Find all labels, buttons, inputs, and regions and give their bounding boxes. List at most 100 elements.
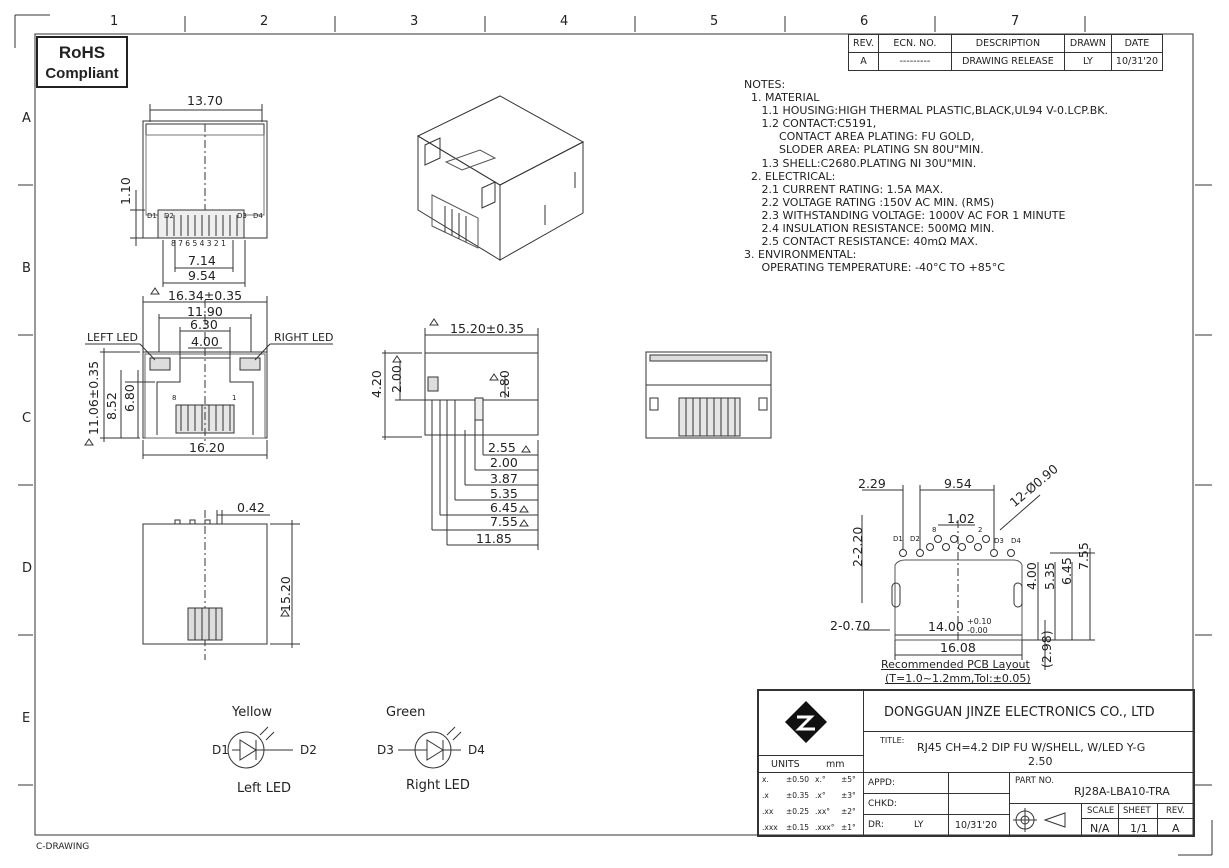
- rohs-badge: RoHS Compliant: [36, 36, 128, 88]
- pcb-caption-tol: (T=1.0~1.2mm,Tol:±0.05): [885, 672, 1031, 685]
- grid-col-2: 2: [260, 14, 269, 29]
- units-label: UNITS: [771, 759, 800, 770]
- pcb-d3: D3: [994, 537, 1004, 545]
- note-line: 2. ELECTRICAL:: [744, 169, 836, 183]
- dim-pcb-1608: 16.08: [940, 640, 976, 655]
- front-pin8: 8: [172, 394, 177, 402]
- note-line: 1.2 CONTACT:C5191,: [744, 117, 877, 131]
- pcb-d1: D1: [893, 535, 903, 543]
- rohs-line1: RoHS: [58, 43, 106, 62]
- chkd-cell: CHKD:: [863, 793, 949, 815]
- grid-ticks: [14, 14, 1213, 856]
- drawn-header: DRAWN: [1063, 34, 1112, 53]
- led-d3: D3: [377, 743, 394, 757]
- grid-row-d: D: [22, 561, 33, 576]
- note-line: 1.1 HOUSING:HIGH THERMAL PLASTIC,BLACK,U…: [744, 104, 1108, 118]
- right-led-label: RIGHT LED: [274, 331, 334, 344]
- dim-side-387: 3.87: [490, 471, 518, 486]
- note-line: 2.5 CONTACT RESISTANCE: 40mΩ MAX.: [744, 235, 979, 249]
- pcb-tol-minus: -0.00: [967, 626, 988, 635]
- dim-front-1620: 16.20: [189, 440, 225, 455]
- note-line: 1.3 SHELL:C2680.PLATING NI 30U"MIN.: [744, 156, 977, 170]
- drawing-border: [34, 33, 1194, 836]
- top-pin-numbers: 8 7 6 5 4 3 2 1: [171, 239, 226, 248]
- ecn-header: ECN. NO.: [877, 34, 952, 53]
- dim-pcb-535: 5.35: [1042, 562, 1057, 590]
- isometric-view: [416, 95, 585, 261]
- drawn-by: LY: [914, 820, 924, 830]
- units-value: mm: [826, 759, 845, 770]
- scale-label: SCALE: [1087, 806, 1115, 816]
- tol-r1-c2: .x°: [815, 791, 826, 800]
- projection-symbol-cell: [1009, 803, 1082, 836]
- grid-col-6: 6: [860, 14, 869, 29]
- grid-row-a: A: [22, 111, 31, 126]
- rear-view: [645, 351, 772, 439]
- ecn-value: ---------: [877, 52, 952, 71]
- pcb-caption: Recommended PCB Layout: [881, 658, 1030, 671]
- revision-row: A --------- DRAWING RELEASE LY 10/31'20: [848, 52, 1163, 71]
- note-line: 2.2 VOLTAGE RATING :150V AC MIN. (RMS): [744, 195, 995, 209]
- note-line: NOTES:: [744, 78, 786, 91]
- top-d1: D1: [147, 212, 157, 220]
- led-d2: D2: [300, 743, 317, 757]
- grid-row-c: C: [22, 411, 32, 426]
- top-d2: D2: [164, 212, 174, 220]
- led-symbols: [227, 726, 462, 769]
- grid-col-5: 5: [710, 14, 719, 29]
- dim-bottom-042: 0.42: [237, 500, 265, 515]
- note-line: SLODER AREA: PLATING SN 80U"MIN.: [744, 143, 984, 157]
- dim-top-714: 7.14: [188, 253, 216, 268]
- date-header: DATE: [1110, 34, 1163, 53]
- rev-value-cell: A: [1157, 818, 1194, 836]
- dim-side-535: 5.35: [490, 486, 518, 501]
- note-line: CONTACT AREA PLATING: FU GOLD,: [744, 130, 975, 144]
- dim-side-280: 2.80: [497, 370, 512, 398]
- dim-top-110: 1.10: [118, 177, 133, 205]
- dr-date-cell: 10/31'20: [948, 814, 1010, 836]
- dim-side-645: 6.45: [490, 500, 518, 515]
- grid-row-e: E: [22, 711, 31, 726]
- dim-pcb-298: (2.98): [1039, 630, 1054, 668]
- led-left-caption: Left LED: [237, 781, 292, 796]
- tol-r0-c1: ±0.50: [786, 775, 809, 784]
- front-pin1: 1: [232, 394, 237, 402]
- footer-label: C-DRAWING: [36, 842, 90, 852]
- dim-front-1106: 11.06±0.35: [86, 360, 101, 435]
- company-logo-icon: [785, 701, 827, 743]
- title-block: DONGGUAN JINZE ELECTRONICS CO., LTD TITL…: [757, 689, 1195, 837]
- side-view: [382, 328, 539, 550]
- dim-pcb-1400: 14.00: [928, 619, 964, 634]
- scale-header-cell: SCALE: [1081, 803, 1119, 819]
- top-view: [130, 104, 268, 287]
- dim-pcb-102: 1.02: [947, 511, 975, 526]
- tol-r2-c3: ±2°: [841, 807, 856, 816]
- title-cell: TITLE: RJ45 CH=4.2 DIP FU W/SHELL, W/LED…: [863, 731, 1194, 773]
- led-yellow-label: Yellow: [232, 705, 273, 720]
- drawn-value: LY: [1063, 52, 1112, 71]
- sheet-header-cell: SHEET: [1118, 803, 1158, 819]
- sheet-value: 1/1: [1130, 822, 1148, 835]
- appd-date-cell: [948, 772, 1010, 794]
- title-label: TITLE:: [880, 736, 905, 745]
- pcb-pin8: 8: [932, 526, 937, 534]
- led-green-label: Green: [386, 705, 426, 720]
- scale-value-cell: N/A: [1081, 818, 1119, 836]
- company-name: DONGGUAN JINZE ELECTRONICS CO., LTD: [884, 705, 1155, 720]
- dim-front-852: 8.52: [104, 392, 119, 420]
- dim-side-1520: 15.20±0.35: [450, 321, 525, 336]
- title-line2: 2.50: [1028, 755, 1053, 768]
- dim-side-420: 4.20: [369, 370, 384, 398]
- title-line1: RJ45 CH=4.2 DIP FU W/SHELL, W/LED Y-G: [917, 741, 1146, 754]
- top-d3: D3: [237, 212, 247, 220]
- pcb-pin2: 2: [978, 526, 983, 534]
- tol-r3-c0: .xxx: [762, 823, 778, 832]
- dim-pcb-645: 6.45: [1059, 557, 1074, 585]
- tol-r3-c3: ±1°: [841, 823, 856, 832]
- rohs-line2: Compliant: [45, 65, 119, 82]
- note-line: 1. MATERIAL: [744, 91, 820, 105]
- led-d4: D4: [468, 743, 485, 757]
- bottom-view: [142, 510, 300, 660]
- dim-front-1190: 11.90: [187, 304, 223, 319]
